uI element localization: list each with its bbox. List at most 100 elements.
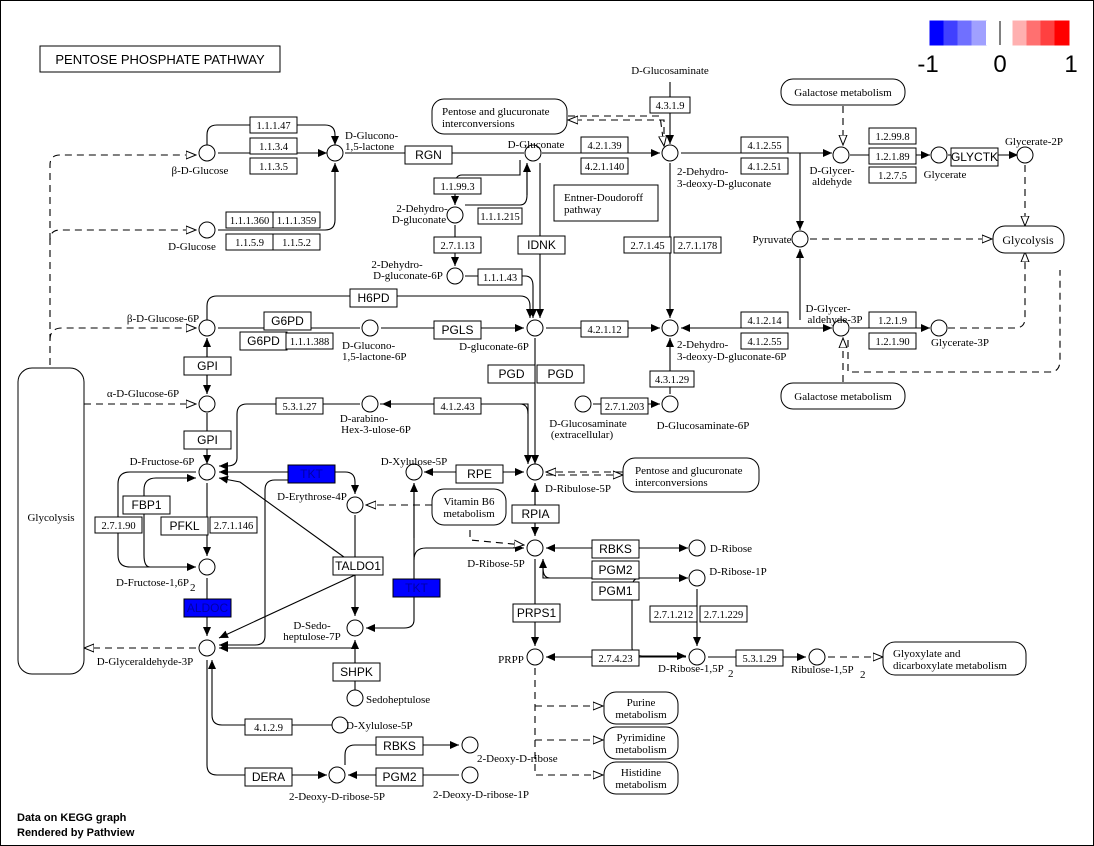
enzyme-rbks-a[interactable]: RBKS: [591, 539, 640, 559]
enzyme-rpia[interactable]: RPIA: [511, 504, 560, 524]
map-entner-doudoroff[interactable]: [553, 184, 659, 222]
enzyme-e1-2-99-8[interactable]: 1.2.99.8: [868, 127, 917, 145]
map-glyoxylate[interactable]: [882, 641, 1027, 676]
compound-node[interactable]: [661, 144, 679, 162]
map-purine[interactable]: [603, 691, 679, 725]
compound-node[interactable]: [346, 619, 364, 637]
enzyme-e1-2-1-90[interactable]: 1.2.1.90: [868, 332, 917, 350]
compound-node[interactable]: [524, 144, 542, 162]
enzyme-tkt-b[interactable]: TKT: [392, 578, 441, 598]
enzyme-fbp1[interactable]: FBP1: [122, 495, 171, 515]
enzyme-e4-1-2-55a[interactable]: 4.1.2.55: [740, 136, 789, 154]
map-glycolysis-right[interactable]: [992, 225, 1065, 254]
enzyme-e2-7-1-212[interactable]: 2.7.1.212: [649, 605, 698, 623]
enzyme-e1-1-1-215[interactable]: 1.1.1.215: [477, 207, 523, 225]
enzyme-e1-1-1-360[interactable]: 1.1.1.360: [225, 211, 274, 229]
compound-node[interactable]: [832, 146, 850, 164]
enzyme-e4-1-2-14[interactable]: 4.1.2.14: [740, 311, 789, 329]
enzyme-idnk[interactable]: IDNK: [517, 235, 566, 255]
compound-node[interactable]: [688, 648, 706, 666]
compound-node[interactable]: [346, 496, 364, 514]
enzyme-taldo1[interactable]: TALDO1: [332, 556, 384, 576]
enzyme-rpe[interactable]: RPE: [455, 464, 504, 484]
compound-node[interactable]: [661, 319, 679, 337]
enzyme-e4-3-1-9[interactable]: 4.3.1.9: [649, 96, 691, 114]
compound-node[interactable]: [198, 395, 216, 413]
enzyme-e4-2-1-12[interactable]: 4.2.1.12: [580, 320, 629, 338]
map-pentose-glucuronate-mid[interactable]: [622, 457, 760, 493]
compound-node[interactable]: [328, 766, 346, 784]
enzyme-e4-2-1-140[interactable]: 4.2.1.140: [580, 157, 629, 175]
enzyme-gpi-b[interactable]: GPI: [183, 430, 232, 450]
map-galactose-top[interactable]: [780, 78, 906, 106]
enzyme-e1-1-5-2[interactable]: 1.1.5.2: [272, 233, 321, 251]
enzyme-pgm2-a[interactable]: PGM2: [591, 560, 640, 580]
enzyme-e1-1-1-388[interactable]: 1.1.1.388: [285, 332, 334, 350]
enzyme-glyctk[interactable]: GLYCTK: [950, 147, 999, 167]
compound-node[interactable]: [688, 539, 706, 557]
enzyme-e1-2-7-5[interactable]: 1.2.7.5: [868, 166, 917, 184]
enzyme-e2-7-4-23[interactable]: 2.7.4.23: [591, 649, 640, 667]
enzyme-g6pd-b[interactable]: G6PD: [239, 331, 288, 351]
enzyme-prps1[interactable]: PRPS1: [512, 603, 561, 623]
enzyme-e4-1-2-55b[interactable]: 4.1.2.55: [740, 332, 789, 350]
enzyme-e2-7-1-146[interactable]: 2.7.1.146: [209, 516, 258, 534]
map-histidine[interactable]: [603, 761, 679, 795]
compound-node[interactable]: [198, 639, 216, 657]
enzyme-e1-1-1-359[interactable]: 1.1.1.359: [272, 211, 321, 229]
compound-node[interactable]: [198, 319, 216, 337]
enzyme-e2-7-1-45[interactable]: 2.7.1.45: [623, 236, 672, 254]
enzyme-e2-7-1-203[interactable]: 2.7.1.203: [600, 397, 649, 415]
map-vitamin-b6[interactable]: [431, 488, 507, 526]
enzyme-pgls[interactable]: PGLS: [433, 320, 482, 340]
compound-node[interactable]: [446, 206, 464, 224]
compound-node[interactable]: [832, 319, 850, 337]
enzyme-e4-3-1-29[interactable]: 4.3.1.29: [649, 370, 695, 388]
compound-node[interactable]: [198, 221, 216, 239]
enzyme-pfkl[interactable]: PFKL: [160, 516, 209, 536]
compound-node[interactable]: [930, 319, 948, 337]
compound-node[interactable]: [326, 144, 344, 162]
compound-node[interactable]: [461, 766, 479, 784]
enzyme-e5-3-1-29[interactable]: 5.3.1.29: [735, 649, 784, 667]
enzyme-pgm1[interactable]: PGM1: [591, 581, 640, 601]
enzyme-e1-1-1-43[interactable]: 1.1.1.43: [477, 268, 523, 286]
map-glycolysis-left[interactable]: [17, 367, 85, 675]
compound-node[interactable]: [526, 648, 544, 666]
compound-node[interactable]: [526, 319, 544, 337]
enzyme-aldoc[interactable]: ALDOC: [183, 598, 232, 618]
compound-node[interactable]: [574, 395, 592, 413]
enzyme-e4-1-2-9[interactable]: 4.1.2.9: [244, 718, 293, 736]
compound-node[interactable]: [461, 736, 479, 754]
enzyme-pgm2-b[interactable]: PGM2: [375, 767, 424, 787]
enzyme-e1-2-1-89[interactable]: 1.2.1.89: [868, 147, 917, 165]
enzyme-pgd-a[interactable]: PGD: [487, 364, 536, 384]
enzyme-e2-7-1-178[interactable]: 2.7.1.178: [673, 236, 722, 254]
enzyme-e2-7-1-90[interactable]: 2.7.1.90: [94, 516, 143, 534]
enzyme-e1-1-3-5[interactable]: 1.1.3.5: [249, 157, 298, 175]
map-pyrimidine[interactable]: [603, 726, 679, 760]
enzyme-gpi-a[interactable]: GPI: [183, 356, 232, 376]
compound-node[interactable]: [198, 463, 216, 481]
enzyme-e1-1-99-3[interactable]: 1.1.99.3: [433, 177, 482, 195]
enzyme-e1-1-5-9[interactable]: 1.1.5.9: [225, 233, 274, 251]
compound-node[interactable]: [361, 319, 379, 337]
compound-node[interactable]: [446, 267, 464, 285]
compound-node[interactable]: [526, 463, 544, 481]
enzyme-rgn[interactable]: RGN: [404, 145, 453, 165]
enzyme-dera[interactable]: DERA: [244, 767, 293, 787]
compound-node[interactable]: [405, 463, 423, 481]
enzyme-tkt-a[interactable]: TKT: [287, 464, 336, 484]
compound-node[interactable]: [198, 144, 216, 162]
enzyme-g6pd-a[interactable]: G6PD: [263, 311, 312, 331]
map-pentose-glucuronate-top[interactable]: [431, 98, 568, 135]
enzyme-e2-7-1-13[interactable]: 2.7.1.13: [433, 236, 482, 254]
enzyme-h6pd[interactable]: H6PD: [349, 288, 398, 308]
enzyme-pgd-b[interactable]: PGD: [536, 364, 585, 384]
enzyme-e4-2-1-39[interactable]: 4.2.1.39: [580, 136, 629, 154]
compound-node[interactable]: [526, 539, 544, 557]
enzyme-e2-7-1-229[interactable]: 2.7.1.229: [699, 605, 748, 623]
compound-node[interactable]: [361, 395, 379, 413]
enzyme-e1-1-1-47[interactable]: 1.1.1.47: [249, 116, 298, 134]
enzyme-e4-1-2-51[interactable]: 4.1.2.51: [740, 157, 789, 175]
